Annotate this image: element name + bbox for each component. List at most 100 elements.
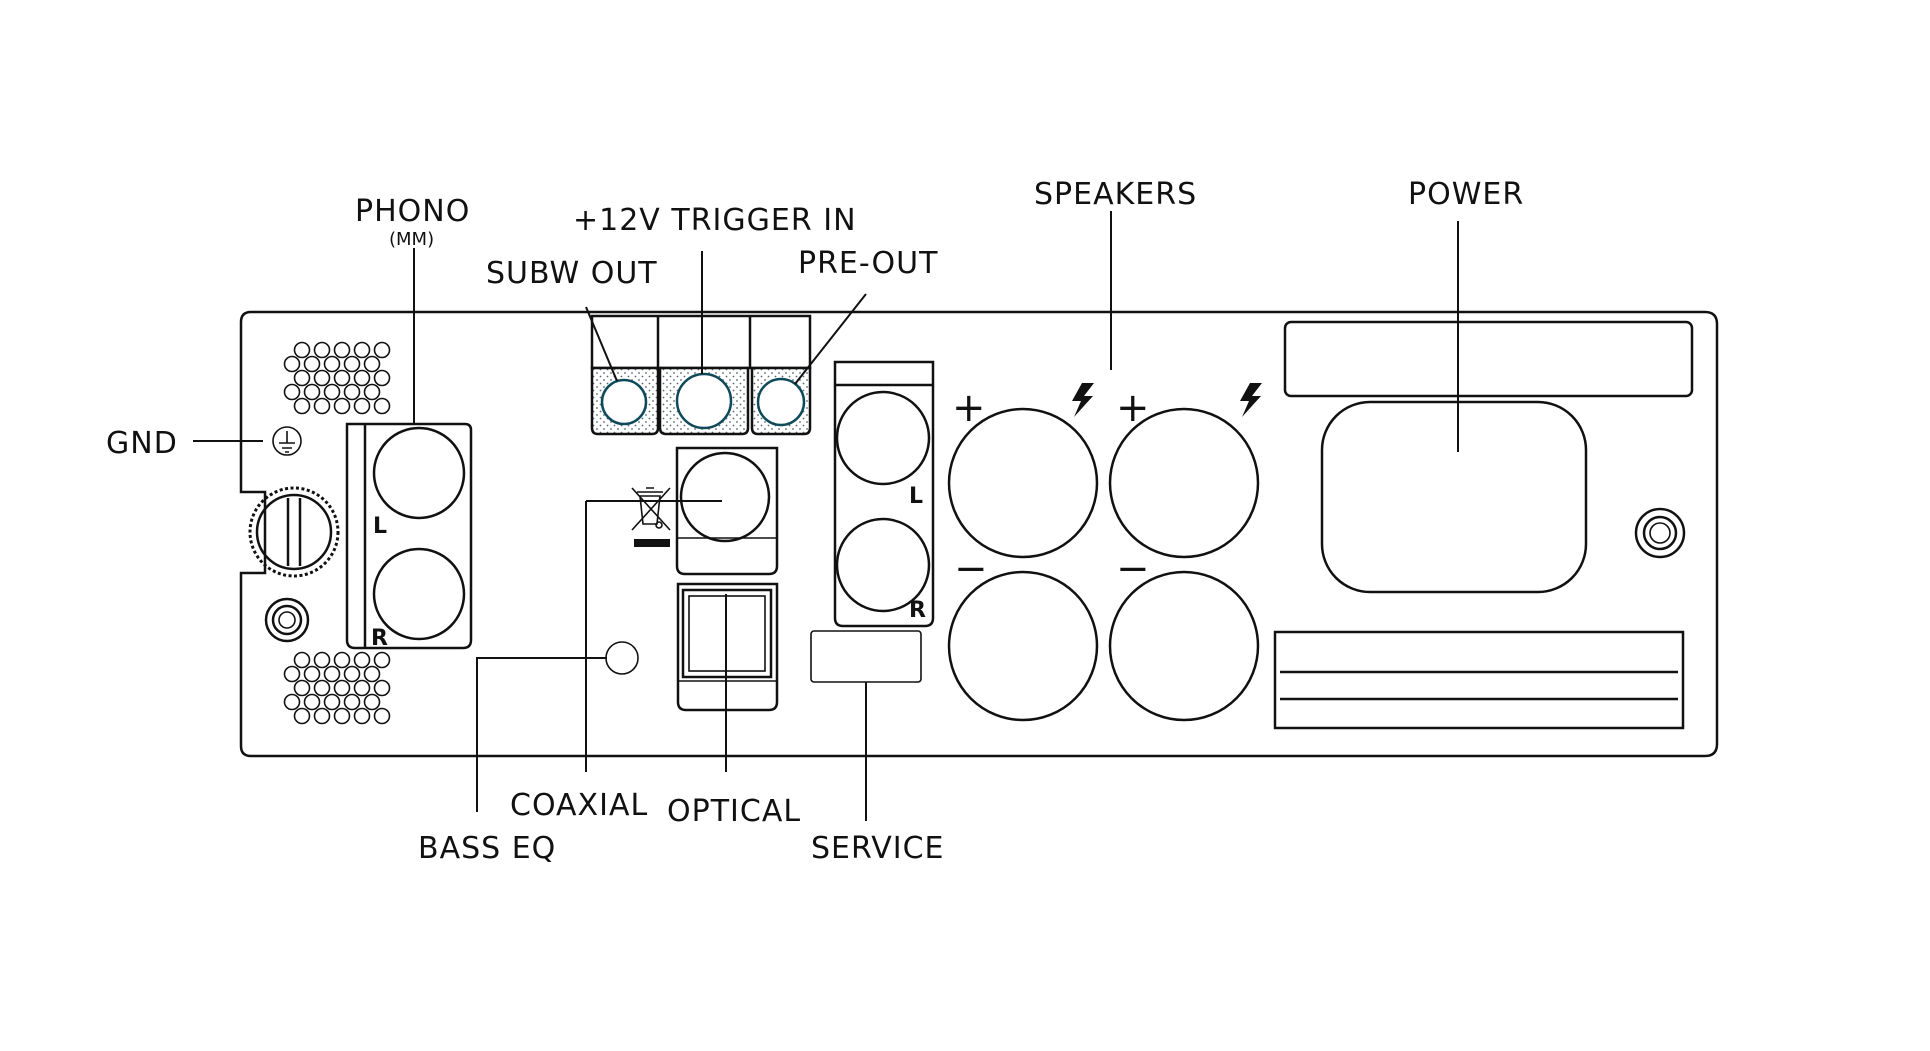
label-bass-eq: BASS EQ: [418, 831, 556, 866]
vent-hole: [353, 397, 371, 415]
fuse-holder: [248, 486, 340, 578]
chassis-screw: [1634, 507, 1686, 559]
vent-hole: [293, 679, 311, 697]
vent-hole: [303, 665, 321, 683]
vent-hole: [373, 679, 391, 697]
label-phono: PHONO: [355, 194, 470, 229]
vent-hole: [333, 707, 351, 725]
vent-hole: [363, 693, 381, 711]
vent-hole: [373, 397, 391, 415]
vent-hole: [333, 651, 351, 669]
vent-hole: [343, 693, 361, 711]
vent-hole: [293, 707, 311, 725]
vent-holes-top: [283, 341, 391, 415]
vent-hole: [363, 383, 381, 401]
vent-hole: [323, 665, 341, 683]
vent-hole: [313, 651, 331, 669]
vent-hole: [323, 693, 341, 711]
vent-hole: [373, 369, 391, 387]
vent-hole: [283, 665, 301, 683]
pre-out-jack: [756, 377, 806, 427]
optical-jack: [676, 582, 779, 712]
phono-right-jack: [372, 547, 466, 641]
vent-hole: [323, 383, 341, 401]
label-gnd: GND: [106, 426, 178, 461]
speaker-plus-2: +: [1116, 385, 1150, 431]
fuse-holder-knurl: [248, 486, 340, 578]
vent-hole: [333, 369, 351, 387]
vent-hole: [293, 369, 311, 387]
trigger-subw-preout-block: [590, 314, 812, 436]
vent-hole: [373, 341, 391, 359]
bass-eq-switch: [605, 641, 639, 675]
vent-hole: [313, 707, 331, 725]
vent-hole: [353, 707, 371, 725]
label-phono-sub: (MM): [389, 229, 434, 250]
speaker-minus-1: −: [954, 546, 988, 592]
speaker-left-plus: [947, 407, 1099, 559]
panel-outline: [239, 310, 1719, 758]
coaxial-jack: [675, 446, 779, 576]
gnd-terminal: [264, 597, 310, 643]
speaker-terminals: + + − −: [947, 385, 1260, 722]
speaker-minus-2: −: [1116, 546, 1150, 592]
weee-bin-icon: [631, 487, 671, 547]
pre-out-right-jack: [835, 517, 931, 613]
label-power: POWER: [1408, 177, 1524, 212]
vent-hole: [373, 707, 391, 725]
phono-jacks: L R: [345, 422, 473, 651]
vent-hole: [303, 355, 321, 373]
speaker-left-minus: [947, 570, 1099, 722]
vent-hole: [373, 651, 391, 669]
vent-hole: [363, 665, 381, 683]
subw-out-jack: [600, 378, 648, 426]
vent-hole: [313, 397, 331, 415]
vent-hole: [303, 383, 321, 401]
vent-hole: [313, 369, 331, 387]
power-inlet: [1320, 400, 1588, 594]
power-section: [1273, 320, 1694, 730]
power-label-plate: [1283, 320, 1694, 398]
vent-hole: [313, 341, 331, 359]
ground-icon: [272, 426, 302, 456]
vent-hole: [333, 397, 351, 415]
phono-left-jack: [372, 426, 466, 520]
vent-hole: [313, 679, 331, 697]
speaker-plus-1: +: [952, 385, 986, 431]
speaker-right-minus: [1108, 570, 1260, 722]
trigger-in-jack: [675, 372, 733, 430]
vent-hole: [283, 383, 301, 401]
vent-hole: [353, 651, 371, 669]
vent-hole: [283, 355, 301, 373]
vent-hole: [363, 355, 381, 373]
label-optical: OPTICAL: [667, 794, 801, 829]
pre-out-left-jack: [835, 390, 931, 486]
pre-out-right-mark: R: [909, 598, 926, 623]
label-service: SERVICE: [811, 831, 944, 866]
vent-hole: [343, 383, 361, 401]
label-speakers: SPEAKERS: [1034, 177, 1197, 212]
label-subw-out: SUBW OUT: [486, 256, 658, 291]
vent-hole: [333, 679, 351, 697]
speaker-right-plus: [1108, 407, 1260, 559]
vent-holes-bottom: [283, 651, 391, 725]
vent-hole: [303, 693, 321, 711]
serial-plate: [1273, 630, 1685, 730]
leader-lines: [193, 211, 1459, 821]
label-trigger: +12V TRIGGER IN: [573, 203, 857, 238]
pre-out-jacks: L R: [833, 360, 935, 628]
vent-hole: [343, 665, 361, 683]
high-voltage-icon: [1072, 383, 1262, 417]
vent-hole: [323, 355, 341, 373]
pre-out-left-mark: L: [909, 484, 923, 509]
label-pre-out: PRE-OUT: [798, 246, 938, 281]
vent-hole: [333, 341, 351, 359]
service-port: [810, 630, 922, 683]
vent-hole: [293, 341, 311, 359]
vent-hole: [353, 369, 371, 387]
label-coaxial: COAXIAL: [510, 788, 648, 823]
vent-hole: [353, 679, 371, 697]
vent-hole: [293, 651, 311, 669]
vent-hole: [353, 341, 371, 359]
